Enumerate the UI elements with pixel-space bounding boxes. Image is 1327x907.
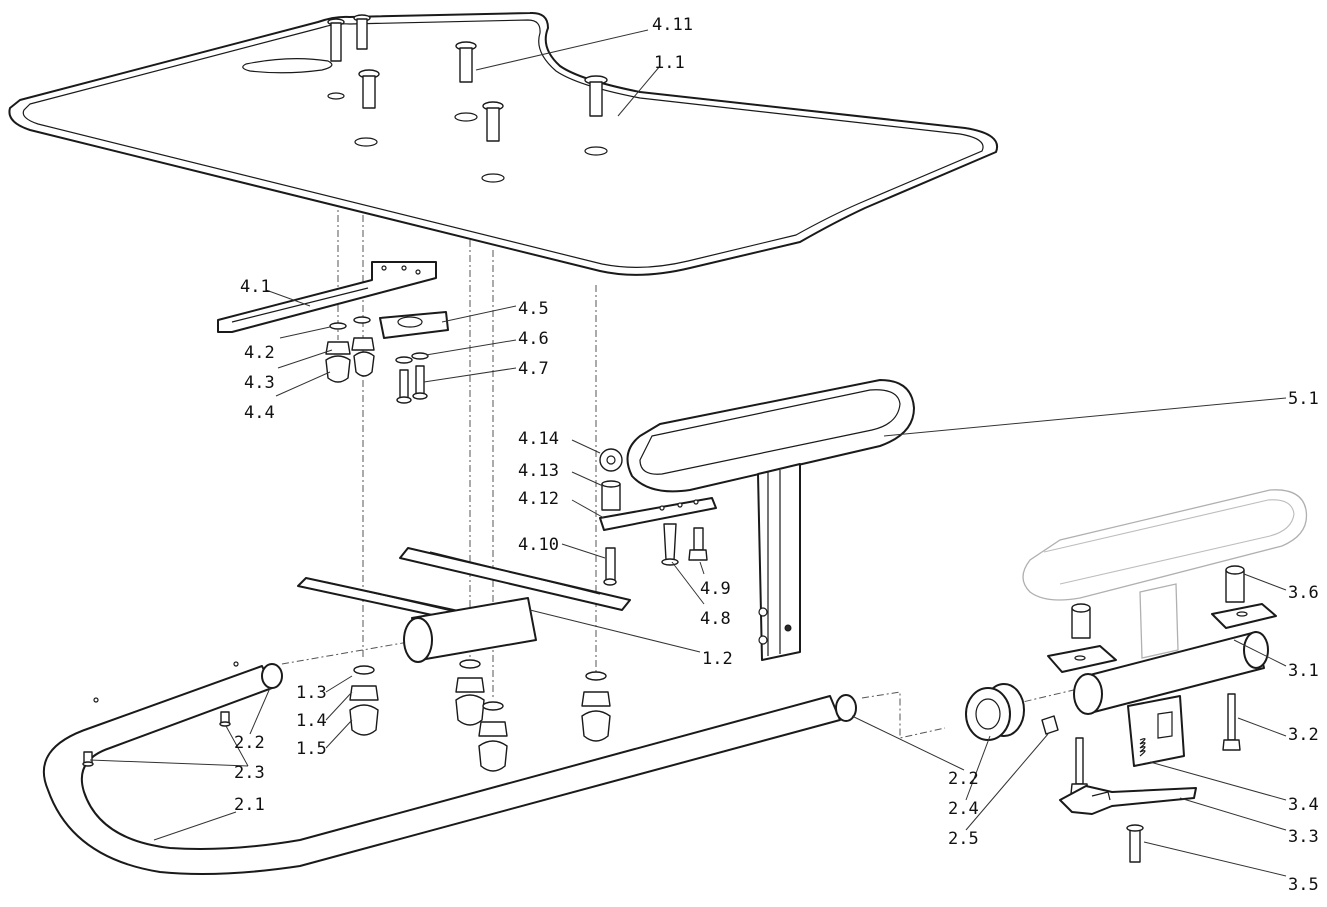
label-4-3: 4.3 [244,373,275,393]
label-4-14: 4.14 [518,429,559,449]
label-4-13: 4.13 [518,461,559,481]
label-4-2: 4.2 [244,343,275,363]
label-4-7: 4.7 [518,359,549,379]
label-3-1: 3.1 [1288,661,1319,681]
arm-mechanism-3-x [1022,489,1308,863]
label-3-3: 3.3 [1288,827,1319,847]
label-4-4: 4.4 [244,403,275,423]
label-4-10: 4.10 [518,535,559,555]
bracket-4-1 [217,261,437,333]
fasteners-4-2-to-4-7 [325,316,429,404]
label-4-12: 4.12 [518,489,559,509]
label-4-8: 4.8 [700,609,731,629]
label-2-4: 2.4 [948,799,979,819]
label-4-11: 4.11 [652,15,693,35]
screws-4-11 [327,14,608,142]
tube-frame-2-1 [42,661,857,875]
crossbar-1-2 [297,547,631,663]
label-4-5: 4.5 [518,299,549,319]
label-4-1: 4.1 [240,277,271,297]
label-3-6: 3.6 [1288,583,1319,603]
label-4-9: 4.9 [700,579,731,599]
screws-2-3 [82,711,231,767]
label-1-2: 1.2 [702,649,733,669]
label-5-1: 5.1 [1288,389,1319,409]
label-2-3: 2.3 [234,763,265,783]
armrest-fasteners-4-8-to-4-14 [599,448,717,586]
label-1-1: 1.1 [654,53,685,73]
tray-1-1 [8,11,999,276]
end-cap-2-4 [965,683,1059,741]
label-4-6: 4.6 [518,329,549,349]
leader-lines [89,29,1287,877]
label-1-5: 1.5 [296,739,327,759]
label-2-2-left: 2.2 [234,733,265,753]
fasteners-1-3-to-1-5 [349,659,611,772]
label-2-1: 2.1 [234,795,265,815]
part-labels: 4.11 1.1 4.1 4.5 4.2 4.6 4.3 4.7 4.4 5.1… [234,15,1319,895]
label-1-4: 1.4 [296,711,327,731]
armrest-5-1 [626,379,915,661]
label-3-2: 3.2 [1288,725,1319,745]
label-1-3: 1.3 [296,683,327,703]
label-3-4: 3.4 [1288,795,1319,815]
block-4-5 [379,311,449,339]
label-2-2-right: 2.2 [948,769,979,789]
label-2-5: 2.5 [948,829,979,849]
label-3-5: 3.5 [1288,875,1319,895]
